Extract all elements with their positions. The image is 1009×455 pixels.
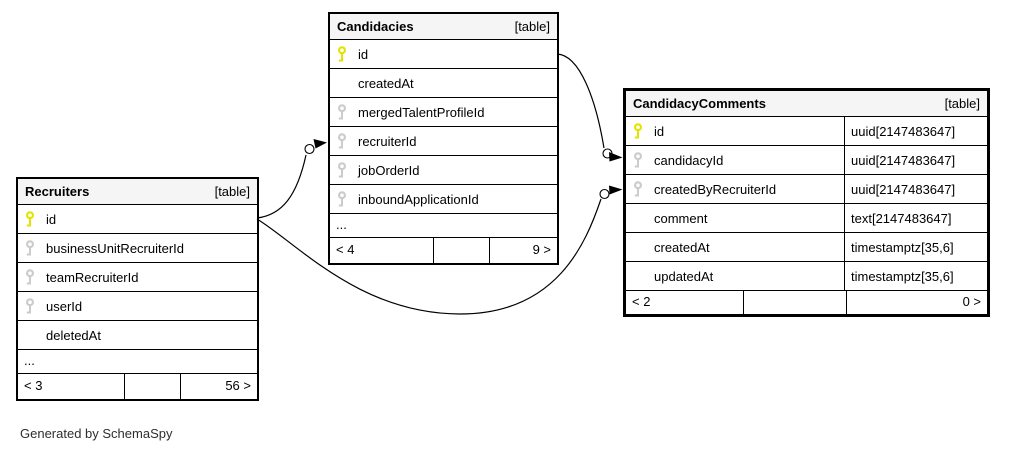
column-name: inboundApplicationId (358, 191, 479, 207)
column-row: deletedAt (18, 321, 257, 350)
zero-many-dot (602, 148, 613, 159)
column-type: timestamptz[35,6] (851, 239, 954, 255)
column-row: id uuid[2147483647] (626, 117, 987, 146)
column-row: mergedTalentProfileId (330, 98, 557, 127)
column-name: candidacyId (654, 152, 724, 168)
column-row: userId (18, 292, 257, 321)
column-type: timestamptz[35,6] (851, 268, 954, 284)
pagination-footer: < 4 9 > (330, 238, 557, 263)
column-name: updatedAt (654, 268, 714, 284)
fk-line-candidacies-to-candidacycomments (556, 53, 605, 149)
column-type: uuid[2147483647] (851, 123, 956, 139)
column-name: deletedAt (46, 327, 101, 343)
ellipsis-row: ... (18, 350, 257, 374)
table-title: CandidacyComments (633, 96, 766, 111)
table-badge: [table] (514, 19, 550, 34)
column-name: recruiterId (358, 133, 417, 149)
column-row: inboundApplicationId (330, 185, 557, 214)
column-type: text[2147483647] (851, 210, 952, 226)
column-row: jobOrderId (330, 156, 557, 185)
foreign-key-icon (330, 132, 358, 150)
footer-children-count: < 4 (336, 242, 355, 257)
zero-many-dot (599, 188, 610, 200)
arrowhead-icon (609, 185, 623, 195)
column-row: comment text[2147483647] (626, 204, 987, 233)
fk-line-recruiters-to-candidacies (256, 154, 307, 219)
column-name: createdByRecruiterId (654, 181, 777, 197)
foreign-key-icon (626, 180, 654, 198)
column-type: uuid[2147483647] (851, 181, 956, 197)
column-row: businessUnitRecruiterId (18, 234, 257, 263)
footer-middle-cell (124, 374, 180, 399)
generator-note: Generated by SchemaSpy (20, 426, 173, 441)
column-name: id (46, 211, 57, 227)
column-name: jobOrderId (358, 162, 420, 178)
column-row: recruiterId (330, 127, 557, 156)
column-name: createdAt (358, 75, 414, 91)
table-title: Candidacies (337, 19, 414, 34)
arrowhead-icon (313, 139, 327, 149)
column-row: createdByRecruiterId uuid[2147483647] (626, 175, 987, 204)
footer-rows-count: 9 > (489, 238, 557, 263)
table-badge: [table] (214, 184, 250, 199)
column-row: id (18, 205, 257, 234)
footer-children-count: < 3 (24, 378, 43, 393)
foreign-key-icon (626, 151, 654, 169)
foreign-key-icon (330, 190, 358, 208)
foreign-key-icon (330, 161, 358, 179)
column-name: teamRecruiterId (46, 269, 139, 285)
column-row: id (330, 40, 557, 69)
column-name: businessUnitRecruiterId (46, 240, 185, 256)
primary-key-icon (330, 45, 358, 63)
column-row: createdAt (330, 69, 557, 98)
pagination-footer: < 2 0 > (626, 291, 987, 314)
primary-key-icon (18, 210, 46, 228)
column-name: createdAt (654, 239, 710, 255)
column-row: teamRecruiterId (18, 263, 257, 292)
footer-middle-cell (743, 291, 846, 314)
footer-middle-cell (433, 238, 489, 263)
ellipsis-row: ... (330, 214, 557, 238)
column-name: id (654, 123, 665, 139)
table-node-candidacycomments: CandidacyComments [table] id uuid[214748… (623, 88, 990, 317)
table-header-candidacycomments[interactable]: CandidacyComments [table] (626, 91, 987, 117)
column-row: candidacyId uuid[2147483647] (626, 146, 987, 175)
zero-many-dot (304, 143, 315, 155)
column-row: updatedAt timestamptz[35,6] (626, 262, 987, 291)
table-title: Recruiters (25, 184, 90, 199)
foreign-key-icon (18, 268, 46, 286)
column-type: uuid[2147483647] (851, 152, 956, 168)
column-name: id (358, 46, 369, 62)
arrowhead-icon (609, 152, 623, 162)
footer-rows-count: 56 > (180, 374, 257, 399)
footer-children-count: < 2 (632, 294, 651, 309)
footer-rows-count: 0 > (846, 291, 987, 314)
foreign-key-icon (18, 297, 46, 315)
table-header-recruiters[interactable]: Recruiters [table] (18, 179, 257, 205)
table-node-recruiters: Recruiters [table] id businessUnitRecrui… (16, 177, 259, 401)
table-node-candidacies: Candidacies [table] id createdAt mergedT… (328, 12, 559, 265)
column-name: userId (46, 298, 83, 314)
foreign-key-icon (18, 239, 46, 257)
primary-key-icon (626, 122, 654, 140)
foreign-key-icon (330, 103, 358, 121)
pagination-footer: < 3 56 > (18, 374, 257, 399)
column-name: comment (654, 210, 708, 226)
table-header-candidacies[interactable]: Candidacies [table] (330, 14, 557, 40)
table-badge: [table] (944, 96, 980, 111)
column-row: createdAt timestamptz[35,6] (626, 233, 987, 262)
column-name: mergedTalentProfileId (358, 104, 485, 120)
